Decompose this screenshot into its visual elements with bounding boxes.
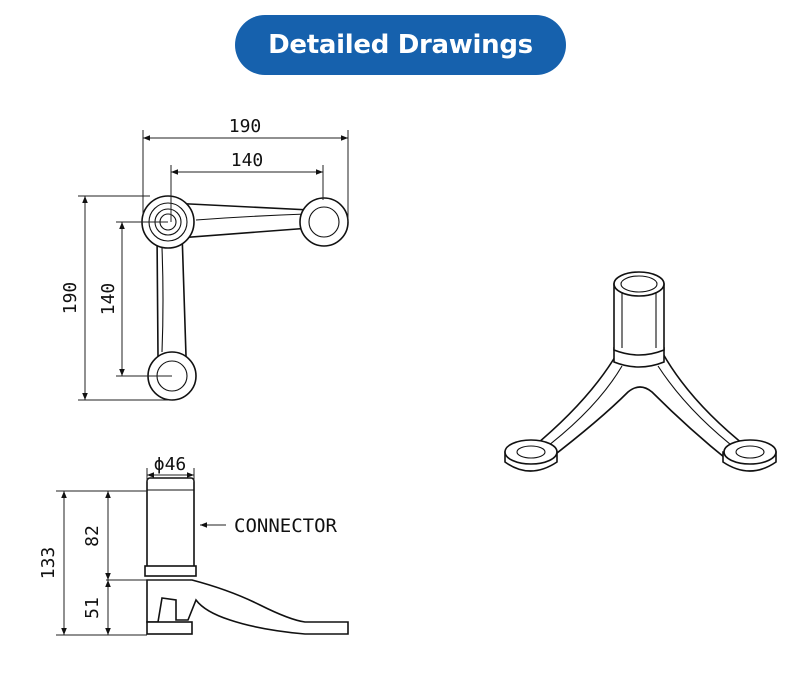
dim-hole-spacing-y: 140 xyxy=(98,283,119,316)
vertical-arm xyxy=(156,231,187,360)
dim-overall-width: 190 xyxy=(229,116,262,137)
side-view: ϕ46 CONNECTOR 133 82 51 xyxy=(38,454,349,636)
right-mount-ring xyxy=(299,197,349,247)
dim-connector-diameter: ϕ46 xyxy=(154,454,187,475)
dim-hole-spacing-x: 140 xyxy=(231,150,264,171)
iso-cylinder xyxy=(613,283,665,356)
base-plate xyxy=(146,621,193,635)
isometric-view xyxy=(504,271,777,472)
iso-arms xyxy=(530,351,750,464)
dim-connector-height: 82 xyxy=(82,525,103,547)
top-view: 190 140 190 140 xyxy=(60,116,349,401)
connector-cylinder xyxy=(146,477,195,573)
iso-left-pad xyxy=(504,439,558,465)
dim-total-height: 133 xyxy=(38,547,59,580)
iso-right-pad xyxy=(723,439,777,465)
connector-label: CONNECTOR xyxy=(234,515,338,537)
connector-collar xyxy=(144,565,197,577)
dim-base-height: 51 xyxy=(82,597,103,619)
spider-arm-side xyxy=(146,579,349,635)
page-title: Detailed Drawings xyxy=(235,15,566,75)
dim-overall-height: 190 xyxy=(60,282,81,315)
